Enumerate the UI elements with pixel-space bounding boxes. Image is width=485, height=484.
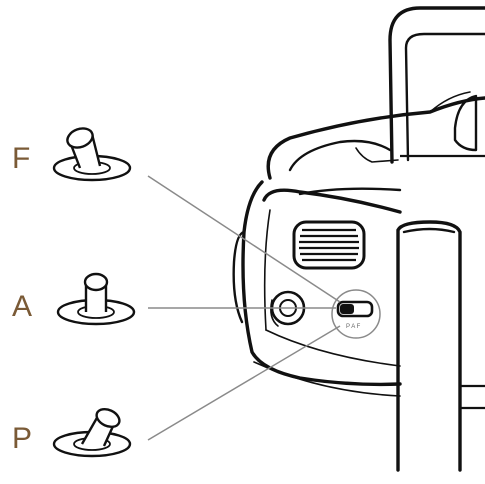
- mode-label-a: A: [12, 290, 32, 323]
- controller-handle: [388, 6, 485, 164]
- mode-label-f: F: [12, 142, 30, 175]
- mode-label-p: P: [12, 422, 32, 455]
- controller-body: [241, 180, 402, 387]
- leader-line-p: [147, 325, 341, 441]
- mode-switch: P A F: [331, 289, 381, 339]
- lever-forward-icon: [52, 127, 132, 182]
- mode-f-group: F: [12, 127, 132, 182]
- leader-lines: [147, 175, 341, 441]
- controller-top-shell: [266, 96, 485, 180]
- control-stick-column: [396, 220, 462, 472]
- leader-line-f: [147, 175, 341, 303]
- lever-back-icon: [52, 407, 132, 458]
- mode-a-group: A: [12, 272, 136, 326]
- mode-p-group: P: [12, 407, 132, 458]
- round-button: [270, 290, 306, 327]
- remote-controller: P A F: [232, 6, 485, 472]
- lever-upright-icon: [56, 272, 136, 326]
- scroll-wheel: [292, 220, 366, 270]
- svg-text:P A F: P A F: [346, 324, 361, 330]
